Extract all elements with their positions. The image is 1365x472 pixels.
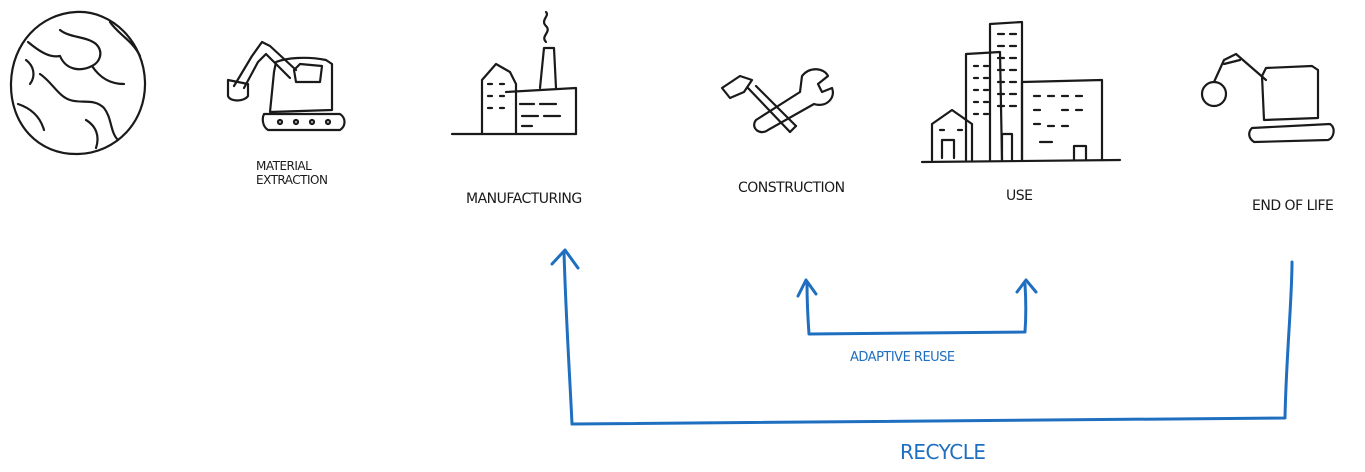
label-use: USE xyxy=(1006,188,1033,204)
label-construction: CONSTRUCTION xyxy=(738,180,845,196)
earth-icon xyxy=(9,10,147,156)
tools-icon xyxy=(720,68,834,134)
recycle-arrow xyxy=(550,248,1294,426)
label-adaptive-reuse: ADAPTIVE REUSE xyxy=(850,350,955,365)
factory-icon xyxy=(450,10,578,136)
demolition-machine-icon xyxy=(1200,52,1335,144)
label-recycle: RECYCLE xyxy=(900,440,986,464)
label-material-extraction: MATERIAL EXTRACTION xyxy=(256,159,328,187)
adaptive-reuse-arrow xyxy=(796,278,1038,336)
buildings-icon xyxy=(920,20,1122,164)
label-manufacturing: MANUFACTURING xyxy=(466,191,582,207)
excavator-icon xyxy=(226,40,346,132)
label-end-of-life: END OF LIFE xyxy=(1252,198,1334,214)
